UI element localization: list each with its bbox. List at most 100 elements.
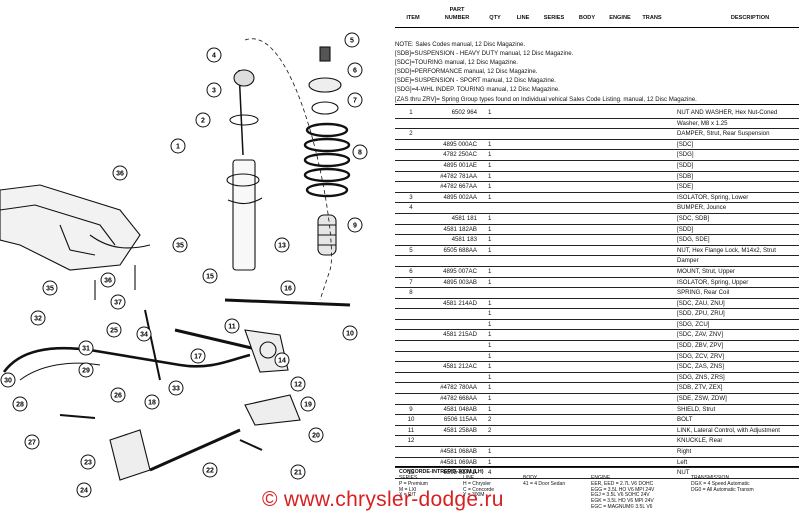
svg-text:10: 10	[346, 331, 354, 338]
row-part-number: 4895 003AB	[443, 278, 477, 286]
callout-22: 22	[202, 462, 218, 478]
row-description: [SDB, ZTV, ZEX]	[677, 384, 723, 392]
row-qty: 2	[488, 426, 492, 434]
svg-text:27: 27	[28, 440, 36, 447]
svg-text:25: 25	[110, 328, 118, 335]
callout-2: 2	[195, 112, 211, 128]
legend-heading: SERIES	[399, 475, 418, 481]
table-row: 1[SDG, ZCV, ZRV]	[395, 352, 799, 363]
notes: NOTE: Sales Codes manual, 12 Disc Magazi…	[395, 40, 799, 105]
svg-text:22: 22	[206, 468, 214, 475]
callout-18: 18	[144, 394, 160, 410]
row-part-number: #4581 068AB	[440, 448, 477, 455]
row-description: NUT AND WASHER, Hex Nut-Coned	[677, 109, 778, 116]
callout-12: 12	[290, 376, 306, 392]
row-description: LINK, Lateral Control, with Adjustment	[677, 426, 780, 434]
legend-title: CONCORDE-INTREPID-300M (LH)	[399, 469, 484, 475]
row-part-number: 4581 048AB	[443, 405, 477, 413]
note-line: [SDG]=4-WHL INDEP. TOURING manual, 12 Di…	[395, 86, 560, 94]
row-description: [SDG]	[677, 151, 694, 159]
row-description: [SDD]	[677, 225, 694, 233]
callout-17: 17	[190, 348, 206, 364]
row-description: Damper	[677, 257, 699, 265]
header-description: DESCRIPTION	[730, 15, 770, 21]
svg-text:29: 29	[82, 368, 90, 375]
row-qty: 1	[488, 246, 492, 254]
row-qty: 1	[488, 278, 492, 286]
callout-37: 37	[110, 294, 126, 310]
callout-15: 15	[202, 268, 218, 284]
callout-23: 23	[80, 454, 96, 470]
svg-text:19: 19	[304, 402, 312, 409]
legend-entry: DGX = 4 Speed Automatic	[691, 480, 750, 487]
row-description: DAMPER, Strut, Rear Suspension	[677, 130, 770, 138]
row-part-number: #4782 667AA	[440, 183, 477, 191]
legend-heading: ENGINE	[591, 475, 611, 481]
row-item: 1	[409, 109, 413, 116]
row-qty: 1	[488, 310, 492, 318]
row-part-number: 4895 002AA	[443, 193, 477, 201]
row-description: BUMPER, Jounce	[677, 204, 727, 212]
svg-text:18: 18	[148, 400, 156, 407]
note-line: [SDB]=SUSPENSION - HEAVY DUTY manual, 12…	[395, 50, 574, 58]
callout-11: 11	[224, 318, 240, 334]
svg-text:36: 36	[116, 171, 124, 178]
row-qty: 1	[488, 395, 492, 403]
callout-10: 10	[342, 325, 358, 341]
row-part-number: 4581 181	[451, 214, 477, 222]
note-line: [SDD]=PERFORMANCE manual, 12 Disc Magazi…	[395, 68, 538, 76]
svg-text:23: 23	[84, 460, 92, 467]
callout-24: 24	[76, 482, 92, 498]
row-item: 10	[407, 416, 415, 424]
svg-text:30: 30	[4, 378, 12, 385]
row-part-number: 6505 617AA	[443, 469, 477, 477]
header-body: BODY	[578, 15, 596, 21]
header-part: PART	[449, 7, 465, 13]
row-description: [SDD, ZBV, ZPV]	[677, 342, 724, 350]
header-qty: QTY	[489, 15, 501, 21]
row-qty: 1	[488, 320, 492, 328]
legend-entry: M = LXI	[399, 486, 417, 493]
header-series: SERIES	[543, 15, 565, 21]
row-description: [SDG, ZNS, ZRS]	[677, 373, 725, 381]
row-description: SPRING, Rear Coil	[677, 289, 730, 297]
svg-text:17: 17	[194, 354, 202, 361]
parts-list: ITEM PART NUMBER QTY LINE SERIES BODY EN…	[395, 0, 799, 479]
row-item: 9	[409, 405, 413, 413]
table-row: Damper	[395, 256, 799, 267]
row-qty: 1	[488, 267, 492, 275]
callout-28: 28	[12, 396, 28, 412]
row-part-number: #4581 069AB	[440, 458, 477, 466]
svg-text:1: 1	[176, 144, 180, 151]
svg-text:6: 6	[353, 68, 357, 75]
row-part-number: 4581 212AC	[443, 363, 477, 371]
row-description: Washer, M8 x 1.25	[677, 119, 728, 127]
watermark: © www.chrysler-dodge.ru	[262, 488, 504, 511]
row-description: [SDC, SDB]	[677, 214, 710, 222]
table-row: 1 [SDD, ZPU, ZRU]	[395, 309, 799, 320]
header-trans: TRANS	[642, 15, 662, 21]
row-description: SHIELD, Strut	[677, 405, 716, 413]
row-description: [SDD, ZPU, ZRU]	[677, 310, 725, 318]
row-item: 8	[409, 289, 413, 297]
header-line: LINE	[516, 15, 530, 21]
row-description: NUT, Hex Flange Lock, M14x2, Strut	[677, 246, 776, 254]
row-description: [SDB]	[677, 172, 693, 180]
row-description: ISOLATOR, Spring, Lower	[677, 193, 749, 201]
header-engine: ENGINE	[609, 15, 631, 21]
row-description: ISOLATOR, Spring, Upper	[677, 278, 749, 286]
callout-35a: 35	[172, 237, 188, 253]
legend-heading: BODY	[523, 475, 538, 481]
